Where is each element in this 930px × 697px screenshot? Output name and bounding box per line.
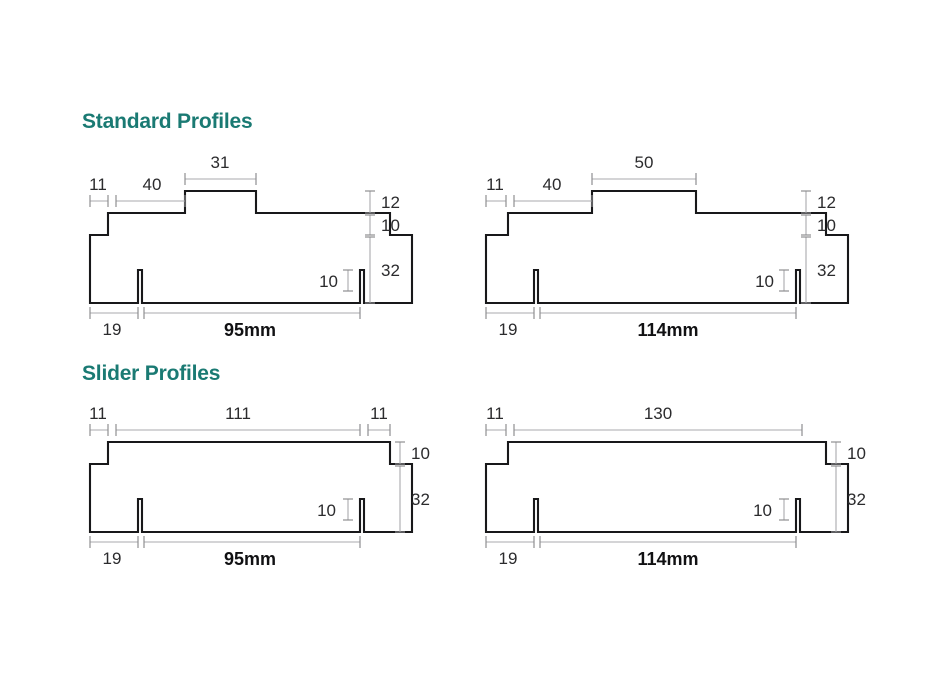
dimension-top-hump-standard-114: 50 bbox=[591, 153, 697, 185]
dimension-top-flat-standard-95: 40 bbox=[115, 175, 186, 207]
profile-drawing-slider-95: 11 111 11 10 bbox=[60, 398, 430, 578]
dimension-label-bottom-left: 19 bbox=[103, 549, 122, 568]
dimension-notch-standard-114: 10 bbox=[755, 269, 789, 292]
dimension-label-right-lower: 32 bbox=[847, 490, 866, 509]
dimension-top-left-edge-slider-114: 11 bbox=[485, 404, 507, 436]
dimension-top-flat-standard-114: 40 bbox=[513, 175, 593, 207]
dimension-label-top-flat: 40 bbox=[143, 175, 162, 194]
dimension-label-notch: 10 bbox=[753, 501, 772, 520]
dimension-label-bottom-left: 19 bbox=[103, 320, 122, 339]
profile-outline-slider-114 bbox=[484, 440, 850, 534]
profile-outline-standard-95 bbox=[88, 189, 414, 305]
dimension-label-overall: 114mm bbox=[637, 549, 698, 569]
dimension-label-top-left-edge: 11 bbox=[486, 175, 504, 194]
dimension-label-top-left-edge: 11 bbox=[89, 404, 107, 423]
dimension-label-bottom-left: 19 bbox=[499, 320, 518, 339]
dimension-label-right-lower: 32 bbox=[381, 261, 400, 280]
profile-outline-slider-95 bbox=[88, 440, 414, 534]
dimension-bottom-slider-95: 19 95mm bbox=[89, 536, 361, 569]
dimension-right-stack-standard-95: 12 10 32 bbox=[365, 190, 400, 304]
profile-drawing-slider-114: 11 130 10 32 bbox=[462, 398, 866, 578]
dimension-label-top-hump: 31 bbox=[211, 153, 230, 172]
dimension-label-top-flat: 111 bbox=[225, 404, 251, 423]
dimension-right-stack-slider-114: 10 32 bbox=[831, 441, 866, 533]
dimension-label-top-right-edge: 11 bbox=[370, 404, 388, 423]
dimension-label-overall: 95mm bbox=[224, 549, 276, 569]
dimension-bottom-standard-95: 19 95mm bbox=[89, 307, 361, 340]
dimension-label-right-mid: 10 bbox=[817, 216, 836, 235]
dimension-top-left-edge-standard-95: 11 bbox=[89, 175, 109, 207]
dimension-label-top-flat: 130 bbox=[644, 404, 672, 423]
dimension-label-right-mid: 10 bbox=[381, 216, 400, 235]
dimension-top-flat-slider-95: 111 bbox=[115, 404, 361, 436]
dimension-top-right-edge-slider-95: 11 bbox=[367, 404, 391, 436]
dimension-label-overall: 114mm bbox=[637, 320, 698, 340]
dimension-label-notch: 10 bbox=[319, 272, 338, 291]
dimension-label-top-left-edge: 11 bbox=[486, 404, 504, 423]
dimension-label-right-upper: 10 bbox=[411, 444, 430, 463]
dimension-right-stack-standard-114: 12 10 32 bbox=[801, 190, 836, 304]
dimension-label-bottom-left: 19 bbox=[499, 549, 518, 568]
dimension-label-right-lower: 32 bbox=[411, 490, 430, 509]
dimension-label-right-upper: 10 bbox=[847, 444, 866, 463]
dimension-top-flat-slider-114: 130 bbox=[513, 404, 803, 436]
dimension-label-top-hump: 50 bbox=[635, 153, 654, 172]
dimension-label-overall: 95mm bbox=[224, 320, 276, 340]
dimension-bottom-standard-114: 19 114mm bbox=[485, 307, 797, 340]
section-title-slider-profiles: Slider Profiles bbox=[82, 362, 221, 385]
section-title-standard-profiles: Standard Profiles bbox=[82, 110, 253, 133]
dimension-notch-slider-95: 10 bbox=[317, 498, 353, 521]
dimension-label-notch: 10 bbox=[317, 501, 336, 520]
profile-drawing-standard-114: 50 11 40 12 bbox=[462, 145, 862, 340]
dimension-label-right-lower: 32 bbox=[817, 261, 836, 280]
profile-drawing-standard-95: 31 11 40 12 bbox=[60, 145, 420, 340]
dimension-label-notch: 10 bbox=[755, 272, 774, 291]
profile-outline-standard-114 bbox=[484, 189, 850, 305]
dimension-top-left-edge-slider-95: 11 bbox=[89, 404, 109, 436]
dimension-notch-standard-95: 10 bbox=[319, 269, 353, 292]
dimension-top-left-edge-standard-114: 11 bbox=[485, 175, 507, 207]
dimension-label-top-left-edge: 11 bbox=[89, 175, 107, 194]
dimension-label-right-upper: 12 bbox=[817, 193, 836, 212]
dimension-label-top-flat: 40 bbox=[543, 175, 562, 194]
dimension-notch-slider-114: 10 bbox=[753, 498, 789, 521]
dimension-right-stack-slider-95: 10 32 bbox=[395, 441, 430, 533]
dimension-bottom-slider-114: 19 114mm bbox=[485, 536, 797, 569]
dimension-label-right-upper: 12 bbox=[381, 193, 400, 212]
dimension-top-hump-standard-95: 31 bbox=[184, 153, 257, 185]
